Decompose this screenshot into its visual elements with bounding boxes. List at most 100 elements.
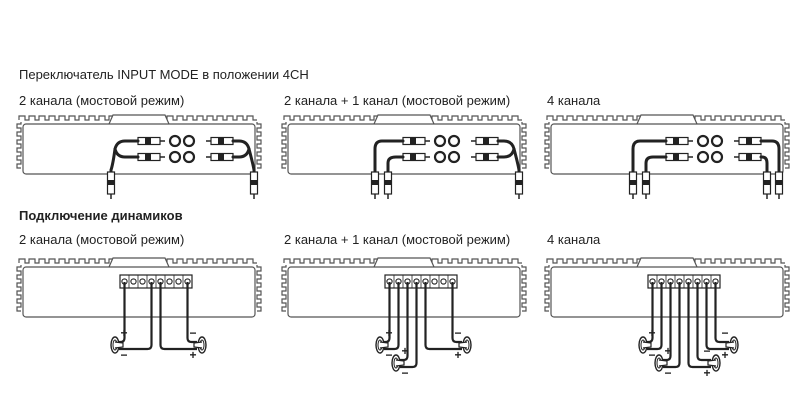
chassis-body xyxy=(550,266,784,318)
chassis-body xyxy=(22,123,256,175)
rca-plug-cable-end xyxy=(774,171,784,199)
chassis-top-cover xyxy=(108,114,170,125)
chassis-top-cover xyxy=(108,257,170,268)
rca-plug-cable-end xyxy=(383,171,393,199)
signal-cable xyxy=(386,155,405,182)
amplifier-chassis xyxy=(281,114,527,175)
chassis-top-cover xyxy=(373,257,435,268)
chassis-top-cover xyxy=(636,257,698,268)
heatsink-fins-right xyxy=(784,265,790,312)
heatsink-fins-top-right xyxy=(166,115,257,121)
amplifier-chassis xyxy=(544,114,790,175)
rca-plug xyxy=(402,136,430,146)
speaker-icon xyxy=(654,354,668,372)
chassis-body xyxy=(22,266,256,318)
input-diagram-label-3: 4 канала xyxy=(547,93,601,108)
heatsink-fins-top-right xyxy=(431,115,522,121)
speaker-wire xyxy=(663,282,681,369)
minus-sign: − xyxy=(120,348,127,362)
rca-input-jack xyxy=(696,150,710,164)
speaker-wire xyxy=(119,282,126,344)
heatsink-fins-top-left xyxy=(546,115,647,121)
heatsink-fins-top-left xyxy=(283,258,384,264)
plus-sign: + xyxy=(703,366,710,380)
speaker-wire xyxy=(400,282,418,369)
heatsink-fins-top-left xyxy=(283,115,384,121)
rca-plug xyxy=(137,152,165,162)
rca-plug xyxy=(137,136,165,146)
rca-input-jack xyxy=(433,134,447,148)
input-diagram-3ch xyxy=(281,114,527,199)
minus-sign: − xyxy=(454,326,461,340)
minus-sign: − xyxy=(385,348,392,362)
signal-cable xyxy=(644,155,668,182)
signal-cable xyxy=(373,139,405,182)
heatsink-fins-right xyxy=(256,122,262,169)
input-diagram-label-2: 2 канала + 1 канал (мостовой режим) xyxy=(284,93,511,108)
plus-sign: + xyxy=(648,326,655,340)
chassis-body xyxy=(287,123,521,175)
chassis-body xyxy=(550,123,784,175)
minus-sign: − xyxy=(189,326,196,340)
rca-plug-cable-end xyxy=(762,171,772,199)
plus-sign: + xyxy=(664,344,671,358)
speaker-wire xyxy=(400,282,409,362)
plus-sign: + xyxy=(721,348,728,362)
speaker-section-title: Подключение динамиков xyxy=(19,208,183,223)
minus-sign: − xyxy=(703,344,710,358)
speaker-icon xyxy=(391,354,405,372)
heatsink-fins-right xyxy=(521,265,527,312)
heatsink-fins-left xyxy=(16,265,22,312)
minus-sign: − xyxy=(721,326,728,340)
rca-input-jack xyxy=(447,134,461,148)
amplifier-chassis xyxy=(544,257,790,318)
rca-plug-cable-end xyxy=(249,171,259,199)
speaker-icon xyxy=(110,336,124,354)
minus-sign: − xyxy=(401,366,408,380)
plus-sign: + xyxy=(454,348,461,362)
heatsink-fins-left xyxy=(544,265,550,312)
speaker-wire xyxy=(384,282,391,344)
rca-input-jack xyxy=(182,150,196,164)
speaker-diagram-bridged: +−−+ xyxy=(16,257,262,362)
speaker-icon xyxy=(638,336,652,354)
chassis-top-cover xyxy=(636,114,698,125)
speaker-wire xyxy=(159,282,197,351)
rca-input-jack xyxy=(696,134,710,148)
speaker-wire xyxy=(647,282,663,351)
signal-cable xyxy=(759,139,781,182)
heatsink-fins-top-right xyxy=(694,115,785,121)
amplifier-chassis xyxy=(281,257,527,318)
chassis-top-cover xyxy=(373,114,435,125)
speaker-icon xyxy=(193,336,207,354)
signal-cable xyxy=(759,155,769,182)
terminal-screw xyxy=(431,278,438,285)
speaker-wire xyxy=(186,282,197,344)
heatsink-fins-top-left xyxy=(18,115,119,121)
input-section-title: Переключатель INPUT MODE в положении 4CH xyxy=(19,67,309,82)
rca-input-jack xyxy=(447,150,461,164)
speaker-terminal-block xyxy=(119,274,193,289)
plus-sign: + xyxy=(401,344,408,358)
terminal-screw xyxy=(175,278,182,285)
rca-input-jack xyxy=(433,150,447,164)
speaker-diagram-4ch: +−+−−+−+ xyxy=(544,257,790,380)
heatsink-fins-top-right xyxy=(166,258,257,264)
minus-sign: − xyxy=(664,366,671,380)
speaker-wire xyxy=(451,282,462,344)
speaker-wire xyxy=(687,282,711,369)
signal-cable xyxy=(631,139,668,182)
heatsink-fins-left xyxy=(281,265,287,312)
plus-sign: + xyxy=(385,326,392,340)
rca-input-jack xyxy=(710,150,724,164)
speaker-wire xyxy=(663,282,672,362)
rca-input-jack xyxy=(168,134,182,148)
rca-plug xyxy=(471,152,499,162)
speaker-icon xyxy=(375,336,389,354)
rca-plug xyxy=(665,136,693,146)
plus-sign: + xyxy=(189,348,196,362)
rca-plug-cable-end xyxy=(370,171,380,199)
terminal-screw xyxy=(130,278,137,285)
heatsink-fins-top-right xyxy=(694,258,785,264)
heatsink-fins-left xyxy=(544,122,550,169)
